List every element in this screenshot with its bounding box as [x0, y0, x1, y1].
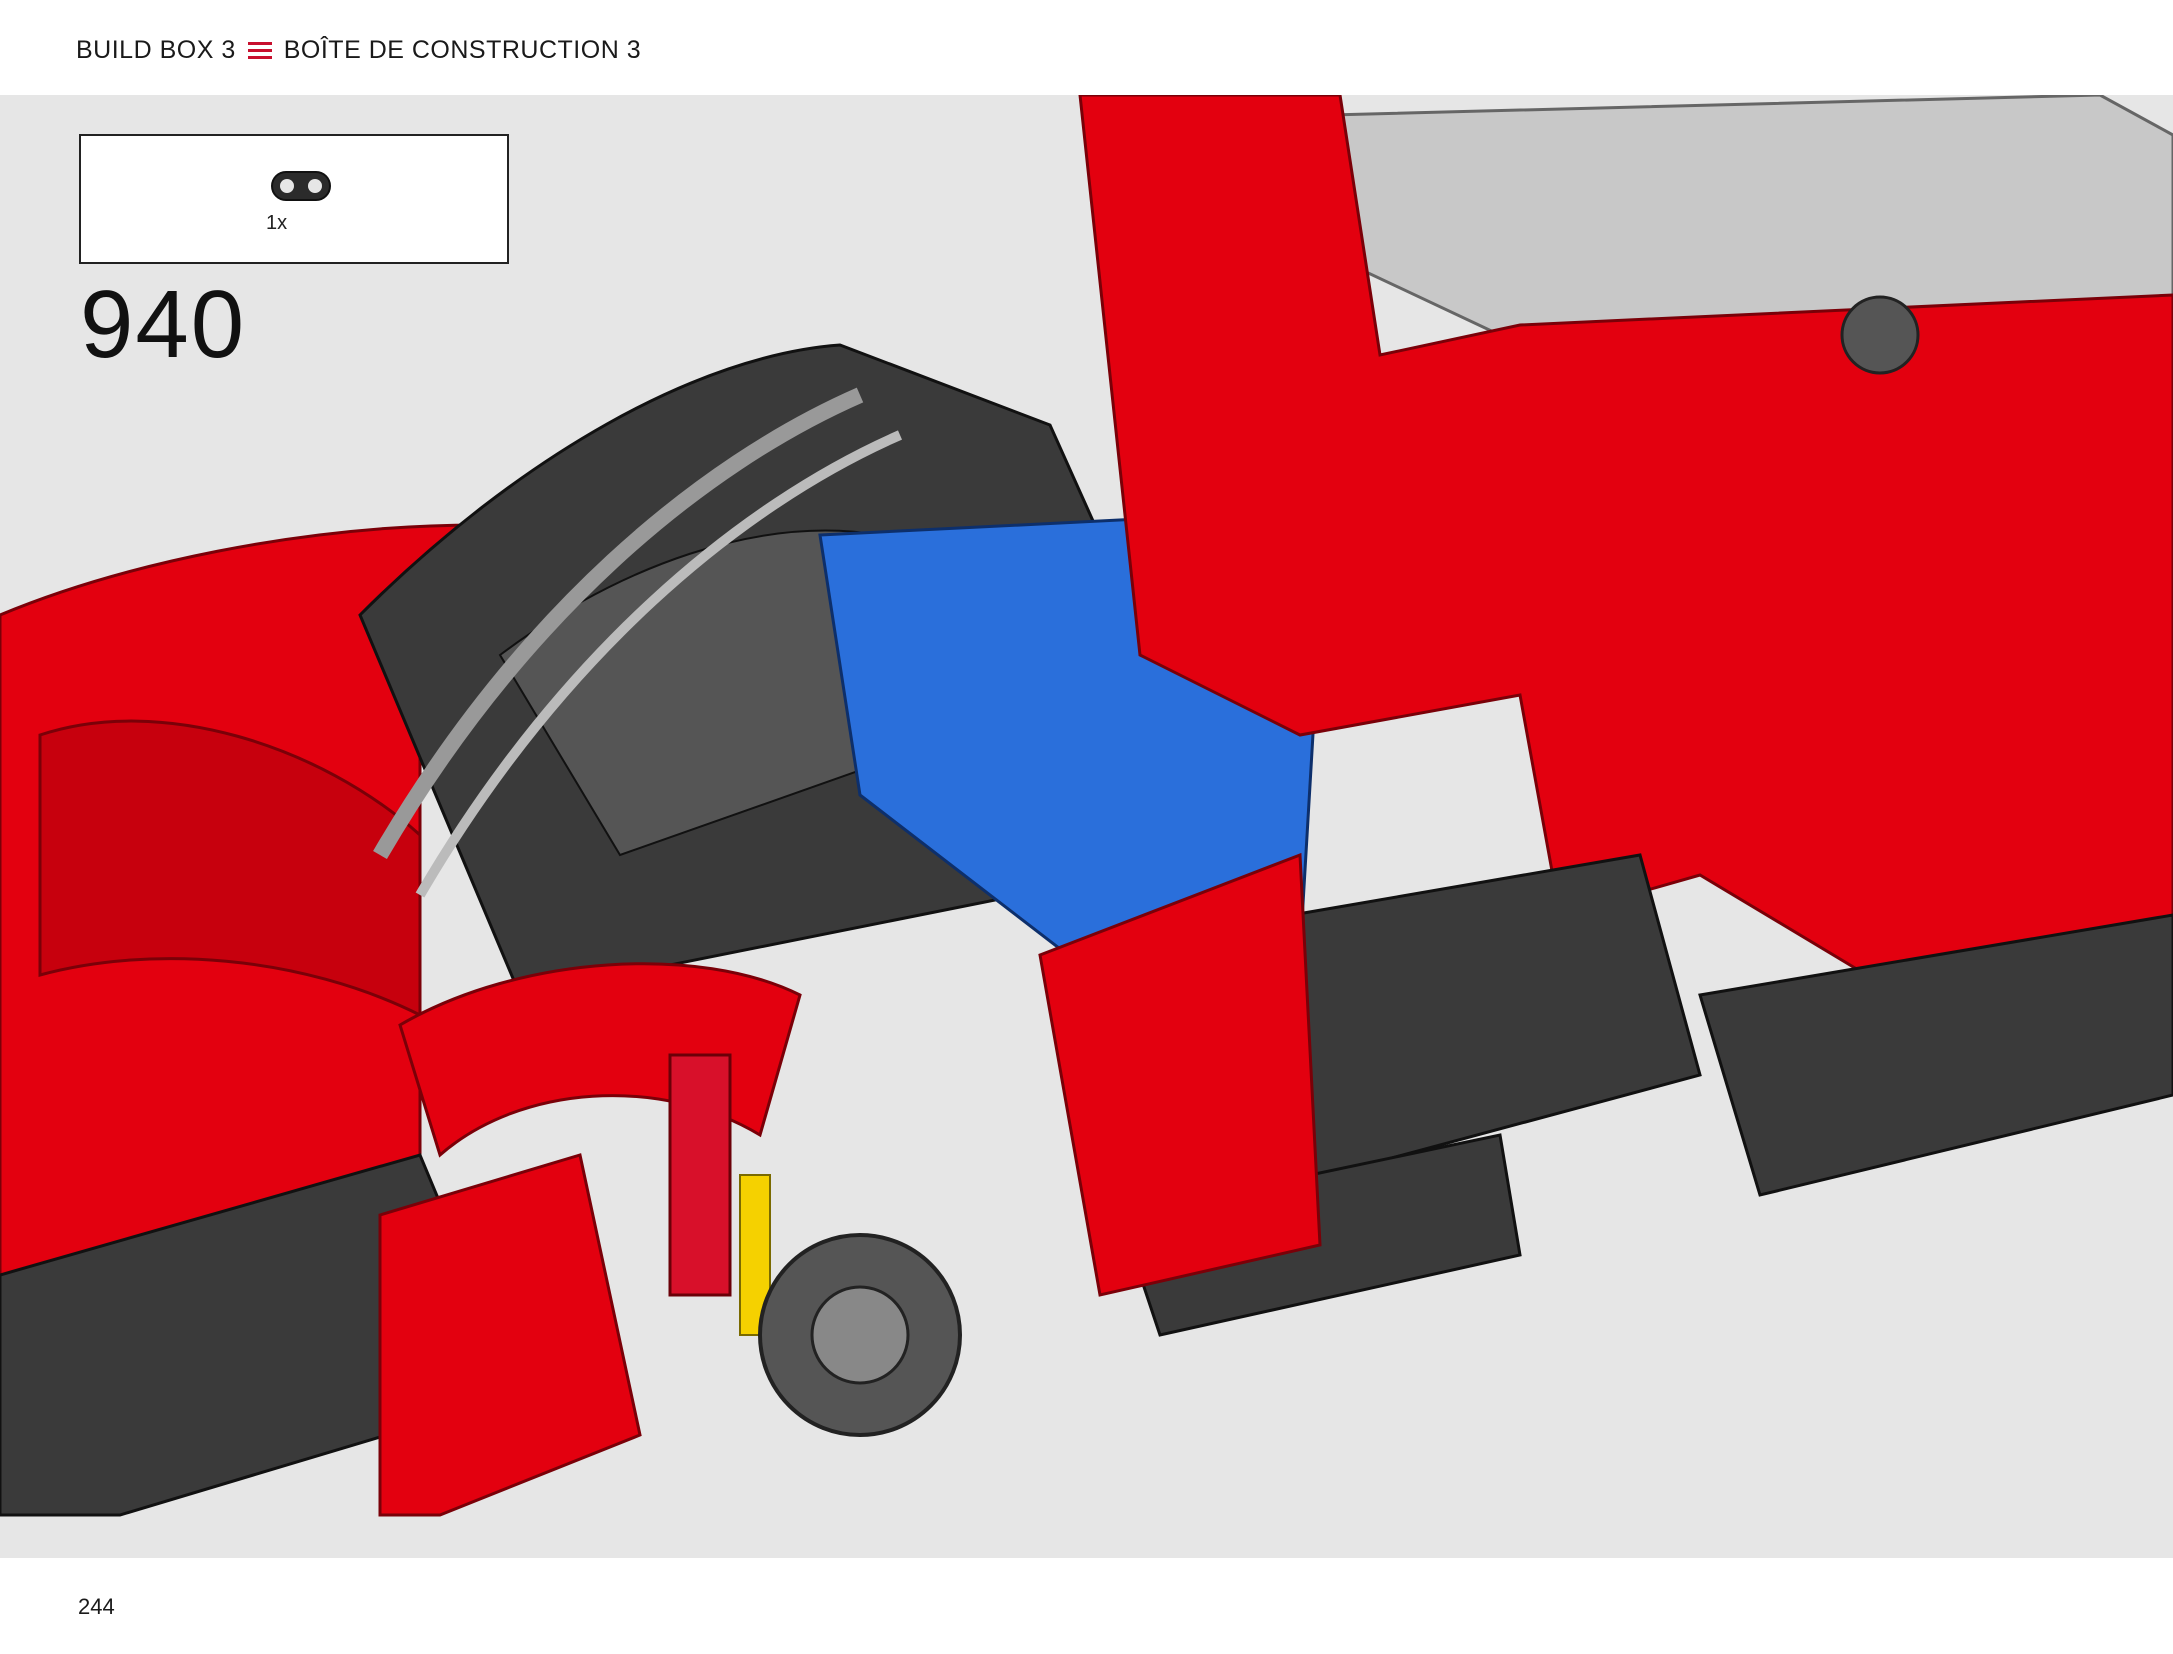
parts-callout-box: 1x [79, 134, 509, 264]
shock-absorber [668, 1053, 732, 1297]
yellow-axle-part [739, 1174, 771, 1336]
red-pillar [1038, 852, 1322, 1297]
header-build-box-label: BUILD BOX 3 [76, 35, 236, 64]
fuel-cap-icon [1840, 295, 1920, 375]
front-wheel-arch [398, 962, 802, 1158]
front-fender [38, 719, 422, 1018]
engine-block [1328, 95, 2173, 337]
page-number: 244 [78, 1594, 115, 1619]
header-build-box-label-fr: BOÎTE DE CONSTRUCTION 3 [283, 35, 642, 64]
front-lower-red-panel [378, 1153, 642, 1517]
cage-bar-2 [415, 430, 903, 898]
part-quantity: 1x [266, 212, 288, 234]
technic-car-illustration [0, 95, 2173, 1517]
model-illustration [0, 95, 2173, 1558]
step-number: 940 [80, 271, 247, 378]
black-beam-2-holes-icon [271, 171, 331, 201]
wheel-hub [810, 1285, 910, 1385]
page-header: BUILD BOX 3 BOÎTE DE CONSTRUCTION 3 [76, 32, 641, 68]
rear-exhaust [1698, 913, 2173, 1197]
triple-red-lines-icon [247, 41, 272, 59]
cage-bar-1 [373, 387, 864, 860]
